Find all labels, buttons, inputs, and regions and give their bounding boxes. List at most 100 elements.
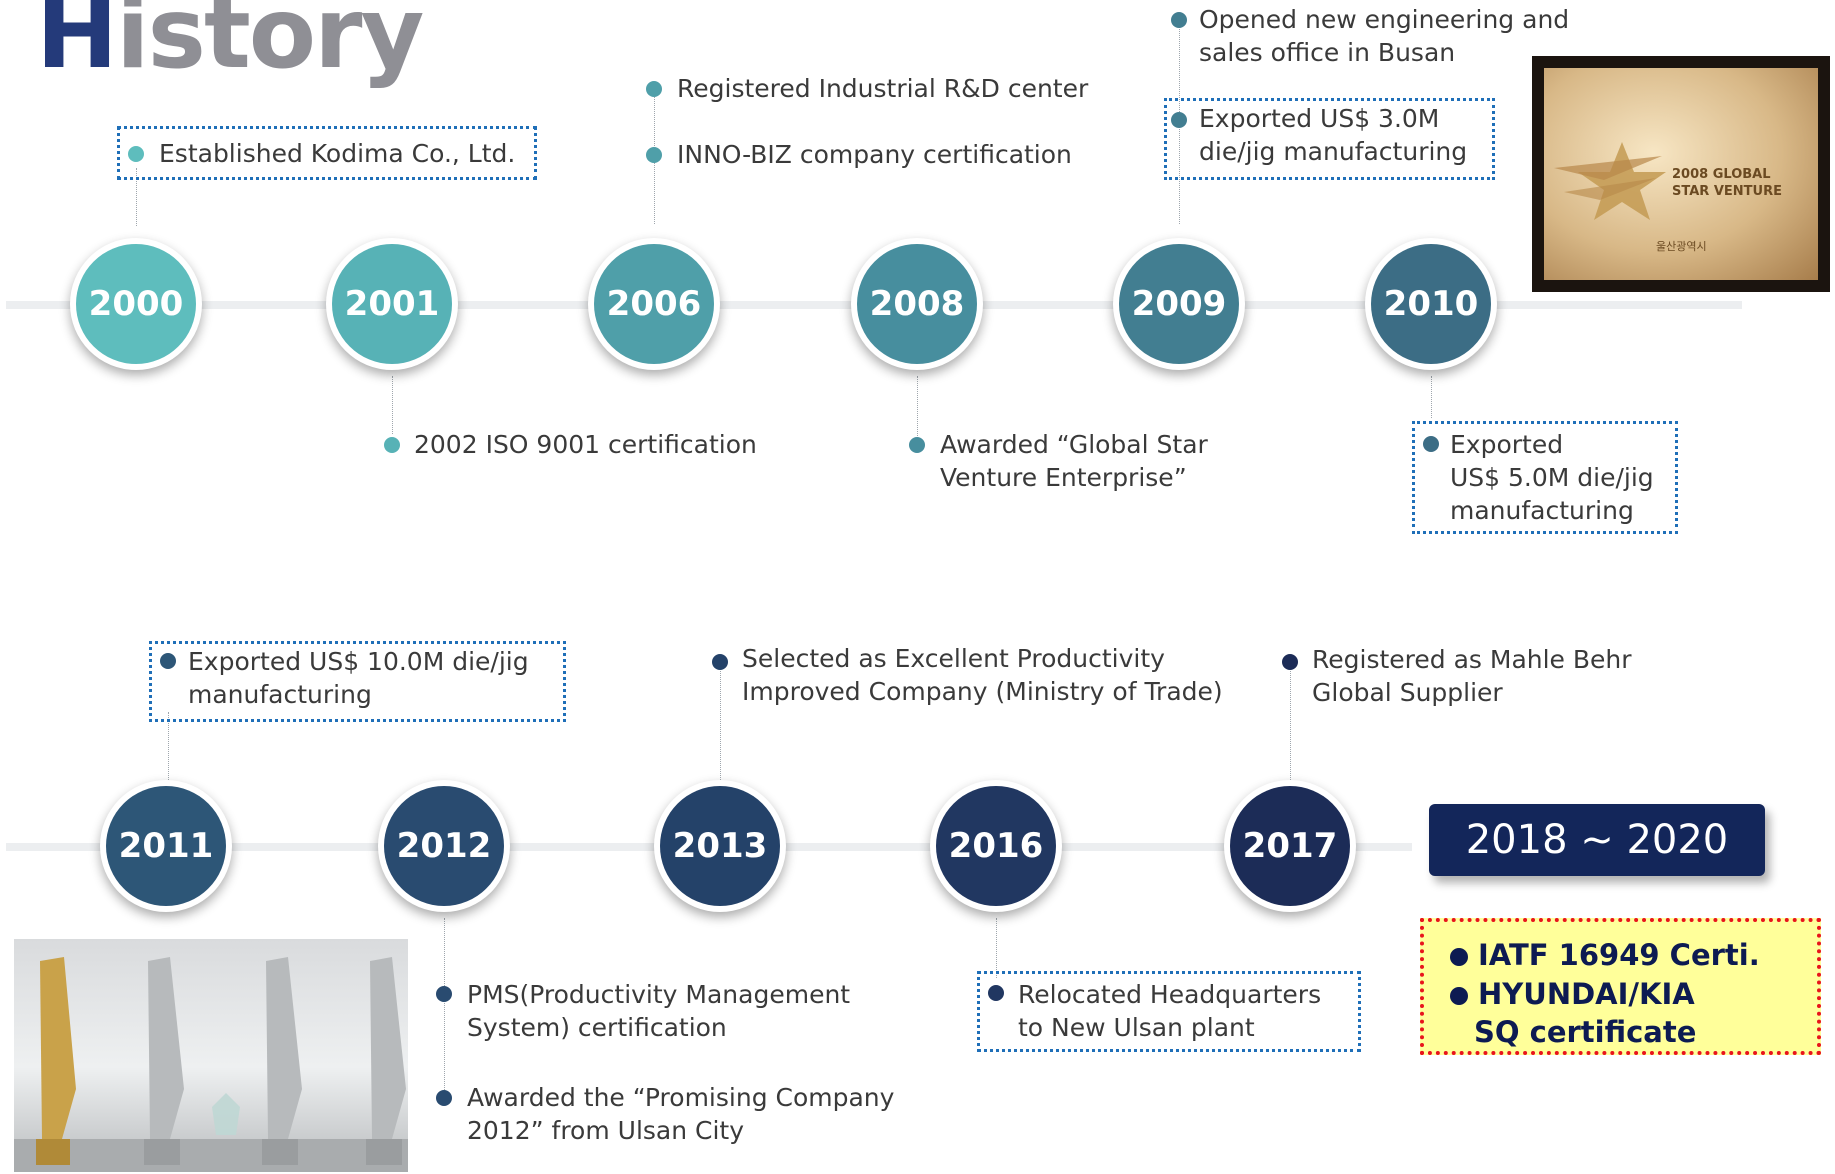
plaque-text-line-2: STAR VENTURE (1672, 184, 1782, 199)
event-2013-text: Selected as Excellent Productivity Impro… (742, 642, 1223, 708)
event-2000-text: Established Kodima Co., Ltd. (159, 137, 515, 170)
certifications-box: IATF 16949 Certi. HYUNDAI/KIA SQ certifi… (1420, 918, 1821, 1055)
event-2010-line-1: Exported (1450, 430, 1564, 459)
event-2001-text: 2002 ISO 9001 certification (414, 428, 757, 461)
year-2009-label: 2009 (1119, 244, 1239, 364)
bullet-2009-busan (1171, 12, 1187, 28)
cert-bullet-1 (1450, 948, 1468, 966)
bullet-2016 (988, 985, 1004, 1001)
event-2013-line-2: Improved Company (Ministry of Trade) (742, 677, 1223, 706)
connector-2001 (392, 376, 393, 434)
bullet-2009-export (1171, 112, 1187, 128)
event-2010-line-2: US$ 5.0M die/jig (1450, 463, 1654, 492)
event-2016-box (977, 971, 1361, 1052)
event-2016-line-1: Relocated Headquarters (1018, 980, 1322, 1009)
cert-hyundai-kia: HYUNDAI/KIA (1478, 977, 1695, 1011)
bullet-2017 (1282, 654, 1298, 670)
page-title: History (36, 0, 424, 94)
bullet-2006-innobiz (646, 147, 662, 163)
year-2008-label: 2008 (857, 244, 977, 364)
event-2009-export-line-1: Exported US$ 3.0M (1199, 104, 1440, 133)
event-2012-pms-line-2: System) certification (467, 1013, 727, 1042)
year-2010-label: 2010 (1371, 244, 1491, 364)
event-2012-award-text: Awarded the “Promising Company 2012” fro… (467, 1081, 894, 1147)
event-2011-line-2: manufacturing (188, 680, 372, 709)
plaque-issuer: 울산광역시 (1656, 240, 1707, 253)
event-2010-line-3: manufacturing (1450, 496, 1634, 525)
year-node-2011: 2011 (100, 780, 232, 912)
event-2010-box (1412, 421, 1678, 534)
year-node-2017: 2017 (1224, 780, 1356, 912)
year-2012-label: 2012 (384, 786, 504, 906)
award-trophies-image (14, 939, 408, 1172)
trophies-icon (14, 957, 408, 1172)
year-node-2009: 2009 (1113, 238, 1245, 370)
connector-2008 (917, 376, 918, 444)
event-2009-busan-line-1: Opened new engineering and (1199, 5, 1570, 34)
event-2016-line-2: to New Ulsan plant (1018, 1013, 1255, 1042)
bullet-2011 (160, 653, 176, 669)
event-2006-innobiz-text: INNO-BIZ company certification (677, 138, 1072, 171)
event-2008-line-1: Awarded “Global Star (940, 430, 1208, 459)
event-2016-text: Relocated Headquarters to New Ulsan plan… (1018, 978, 1321, 1044)
year-2000-label: 2000 (76, 244, 196, 364)
year-2011-label: 2011 (106, 786, 226, 906)
year-2017-label: 2017 (1230, 786, 1350, 906)
event-2012-pms-line-1: PMS(Productivity Management (467, 980, 851, 1009)
event-2017-line-1: Registered as Mahle Behr (1312, 645, 1632, 674)
connector-2011 (168, 712, 169, 780)
event-2010-text: Exported US$ 5.0M die/jig manufacturing (1450, 428, 1654, 527)
event-2017-text: Registered as Mahle Behr Global Supplier (1312, 643, 1632, 709)
bullet-2010 (1423, 436, 1439, 452)
bullet-2000 (128, 146, 144, 162)
year-2001-label: 2001 (332, 244, 452, 364)
year-node-2000: 2000 (70, 238, 202, 370)
event-2006-rd-text: Registered Industrial R&D center (677, 72, 1088, 105)
bullet-2006-rd (646, 81, 662, 97)
global-star-venture-plaque-image: 2008 GLOBAL STAR VENTURE 울산광역시 (1532, 56, 1830, 292)
year-node-2006: 2006 (588, 238, 720, 370)
event-2013-line-1: Selected as Excellent Productivity (742, 644, 1165, 673)
year-2006-label: 2006 (594, 244, 714, 364)
year-node-2016: 2016 (930, 780, 1062, 912)
event-2012-award-line-2: 2012” from Ulsan City (467, 1116, 745, 1145)
event-2008-line-2: Venture Enterprise” (940, 463, 1187, 492)
connector-2000 (136, 168, 137, 226)
connector-2012 (444, 918, 445, 1094)
cert-sq: SQ certificate (1474, 1015, 1697, 1049)
event-2012-pms-text: PMS(Productivity Management System) cert… (467, 978, 850, 1044)
bullet-2013 (712, 654, 728, 670)
bullet-2008 (909, 437, 925, 453)
bullet-2001 (384, 437, 400, 453)
event-2009-busan-line-2: sales office in Busan (1199, 38, 1456, 67)
event-2011-line-1: Exported US$ 10.0M die/jig (188, 647, 529, 676)
event-2017-line-2: Global Supplier (1312, 678, 1503, 707)
event-2009-export-line-2: die/jig manufacturing (1199, 137, 1468, 166)
year-node-2001: 2001 (326, 238, 458, 370)
event-2006-rd-line-1: Registered Industrial R&D center (677, 74, 1089, 103)
year-node-2013: 2013 (654, 780, 786, 912)
year-2013-label: 2013 (660, 786, 780, 906)
event-2012-award-line-1: Awarded the “Promising Company (467, 1083, 895, 1112)
bullet-2012-pms (436, 986, 452, 1002)
page-title-rest: istory (116, 0, 424, 91)
connector-2017 (1290, 668, 1291, 780)
year-node-2010: 2010 (1365, 238, 1497, 370)
connector-2013 (720, 668, 721, 780)
event-2001-line-1: 2002 ISO 9001 certification (414, 430, 757, 459)
bullet-2012-award (436, 1090, 452, 1106)
connector-2016 (996, 918, 997, 978)
event-2006-innobiz-line-1: INNO-BIZ company certification (677, 140, 1072, 169)
event-2008-text: Awarded “Global Star Venture Enterprise” (940, 428, 1208, 494)
event-2000-line-1: Established Kodima Co., Ltd. (159, 139, 516, 168)
page-title-first-letter: H (36, 0, 118, 91)
event-2000-box (117, 126, 537, 180)
range-2018-2020-label: 2018 ~ 2020 (1429, 804, 1765, 876)
event-2011-text: Exported US$ 10.0M die/jig manufacturing (188, 645, 529, 711)
cert-iatf: IATF 16949 Certi. (1478, 938, 1760, 972)
event-2009-busan-text: Opened new engineering and sales office … (1199, 3, 1569, 69)
year-node-2012: 2012 (378, 780, 510, 912)
event-2009-export-text: Exported US$ 3.0M die/jig manufacturing (1199, 102, 1467, 168)
event-2011-box (149, 641, 566, 722)
event-2009-export-box (1164, 98, 1495, 180)
